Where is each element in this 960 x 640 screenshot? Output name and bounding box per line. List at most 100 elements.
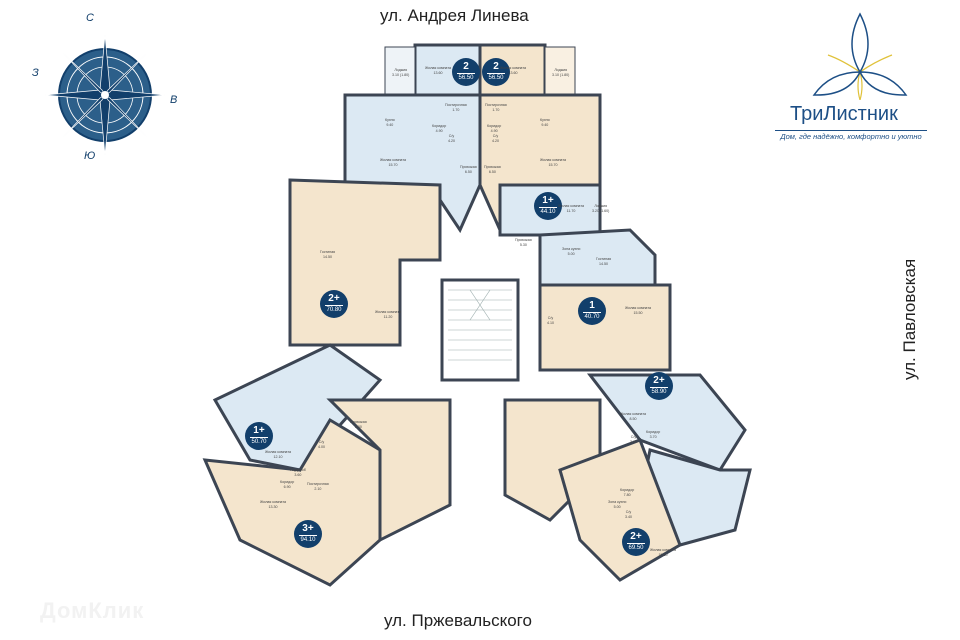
compass-rose-icon	[44, 34, 166, 156]
compass-east-label: В	[170, 94, 178, 106]
apartment-badge[interactable]: 2+70.80	[320, 290, 348, 318]
room-area: 4.10	[547, 320, 554, 325]
room-name: Жилая комната	[540, 158, 566, 162]
stair-steps	[448, 289, 512, 361]
room-name: Жилая комната	[265, 450, 291, 454]
apartment-right-1plus	[498, 183, 602, 237]
room-name: Постирочная	[445, 103, 467, 107]
room-name: Жилая комната	[375, 310, 401, 314]
compass-west-label: З	[32, 67, 39, 79]
room-name: Лоджия	[594, 204, 608, 208]
room-name: С/у	[492, 134, 499, 138]
room-area: 4.20	[448, 138, 455, 143]
room-area: 13.60	[433, 70, 443, 75]
apartment-left-2plus	[288, 178, 442, 347]
room-area: 1.70	[452, 107, 460, 112]
apartment-right-1	[538, 283, 672, 372]
badge-area: 56.50	[487, 73, 505, 81]
room-area: 4.90	[490, 128, 498, 133]
badge-area: 40.70	[583, 312, 601, 320]
room-area: 15.70	[388, 162, 398, 167]
room-name: С/у	[318, 440, 325, 444]
compass-north-label: С	[86, 12, 94, 24]
room-area: 3.10 (1.80)	[552, 72, 570, 77]
apartment-badge[interactable]: 3+94.10	[294, 520, 322, 548]
badge-rooms: 1	[589, 300, 595, 311]
room-area: 3.20 (1.60)	[592, 208, 610, 213]
room-area: 13.30	[268, 504, 278, 509]
badge-area: 70.80	[325, 305, 343, 313]
room-name: Гостиная	[320, 250, 336, 254]
room-area: 9.40	[386, 122, 394, 127]
room-name: С/у	[547, 316, 554, 320]
room-area: 6.90	[283, 484, 291, 489]
room-area: 6.50	[464, 169, 472, 174]
badge-rooms: 1+	[542, 195, 554, 206]
room-area: 5.30	[519, 242, 527, 247]
apartment-lower-right-2plus-top	[586, 373, 747, 472]
badge-area: 58.90	[650, 387, 668, 395]
room-area: 15.50	[633, 310, 643, 315]
room-area: 3.70	[649, 434, 657, 439]
badge-rooms: 2	[493, 61, 499, 72]
room-name: Жилая комната	[380, 158, 406, 162]
room-name: Жилая комната	[625, 306, 651, 310]
apartment-badge[interactable]: 1+44.10	[534, 192, 562, 220]
room-area: 11.70	[566, 208, 576, 213]
apartment-badge[interactable]: 2+69.50	[622, 528, 650, 556]
room-area: 5.00	[567, 251, 575, 256]
room-name: Постирочная	[307, 482, 329, 486]
room-name: Жилая комната	[425, 66, 451, 70]
apartment-right-kitchen	[538, 228, 657, 287]
apartment-badge[interactable]: 2+58.90	[645, 372, 673, 400]
apartment-lower-left-2	[326, 398, 452, 543]
badge-area: 94.10	[299, 535, 317, 543]
compass-south-label: Ю	[84, 150, 96, 162]
logo-name: ТриЛистник	[790, 103, 898, 125]
room-area: 12.10	[273, 454, 283, 459]
room-name: Прихожая	[460, 165, 477, 169]
room-area: 4.90	[435, 128, 443, 133]
room-name: Прихожая	[484, 165, 501, 169]
apartment-badge[interactable]: 1+50.70	[245, 422, 273, 450]
room-name: Жилая комната	[650, 548, 676, 552]
room-name: Зона кухни	[562, 247, 581, 251]
room-area: 5.00	[613, 504, 621, 509]
room-name: Кухня	[540, 118, 550, 122]
room-area: 1.70	[492, 107, 500, 112]
badge-area: 69.50	[627, 543, 645, 551]
room-area: 14.50	[323, 254, 333, 259]
street-label-top: ул. Андрея Линева	[380, 6, 529, 25]
loggia-top-left	[384, 46, 416, 96]
room-area: 15.70	[548, 162, 558, 167]
